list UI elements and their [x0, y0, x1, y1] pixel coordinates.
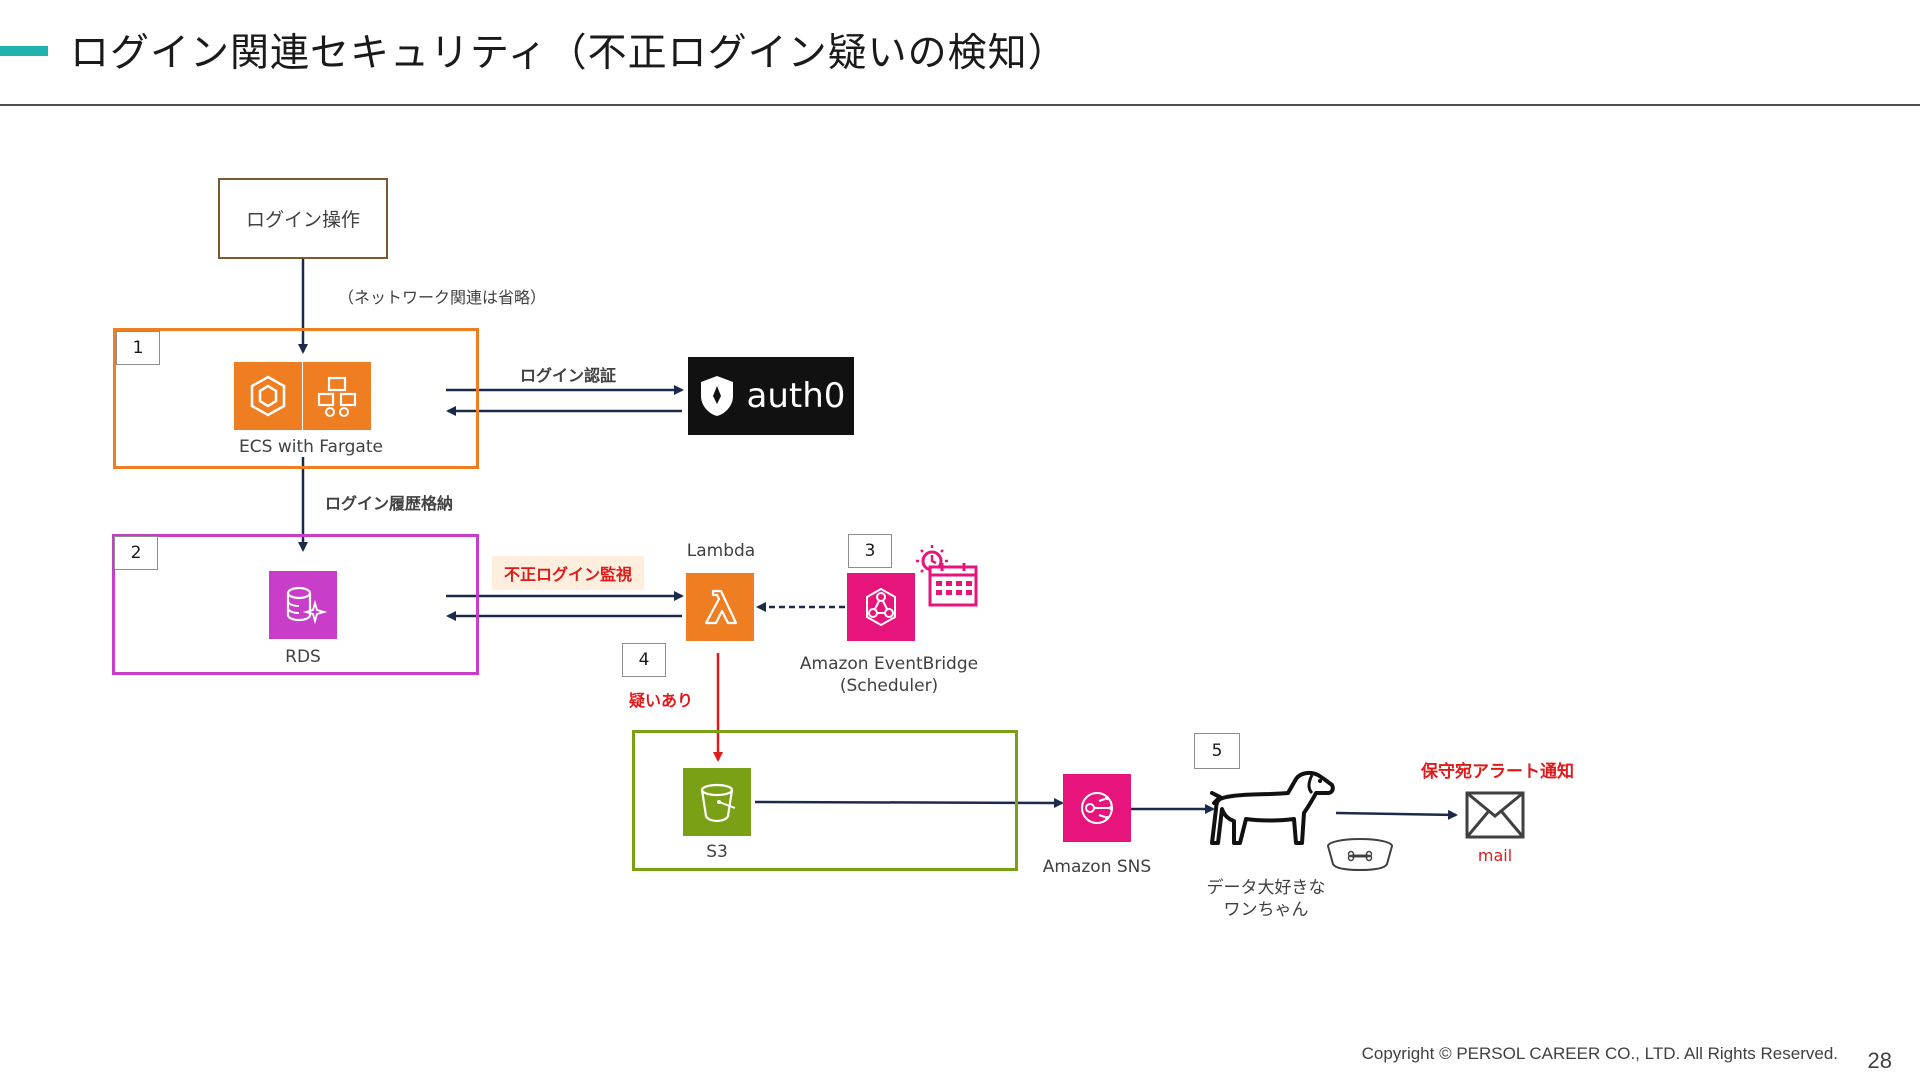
mail-label: mail [1477, 846, 1513, 865]
lambda-label: Lambda [686, 541, 756, 561]
monitor-label: 不正ログイン監視 [492, 556, 645, 590]
step-badge-5: 5 [1194, 733, 1240, 769]
auth0-shield-icon [700, 376, 733, 416]
rds-icon [269, 571, 337, 639]
arrow-s3-to-sns [754, 797, 1064, 808]
network-note: （ネットワーク関連は省略） [338, 288, 547, 307]
s3-group [632, 730, 1018, 871]
dog-bowl-icon [1325, 836, 1395, 876]
step-badge-2: 2 [114, 536, 158, 570]
sns-label: Amazon SNS [1042, 857, 1152, 877]
scheduler-calendar-icon [910, 541, 980, 615]
mail-icon [1464, 790, 1526, 844]
lambda-icon [686, 573, 754, 641]
login-operation-box: ログイン操作 [218, 178, 388, 259]
sns-icon [1063, 774, 1131, 842]
step-badge-1: 1 [116, 331, 160, 365]
dog-label-line2: ワンちゃん [1223, 900, 1309, 920]
dog-icon [1200, 765, 1340, 879]
alert-label: 保守宛アラート通知 [1421, 762, 1574, 782]
title-divider [0, 104, 1920, 106]
auth0-logo-text: auth0 [746, 376, 846, 416]
ecs-label: ECS with Fargate [239, 437, 383, 457]
ecs-icon [234, 362, 302, 430]
eventbridge-label-line2: (Scheduler) [839, 676, 939, 696]
s3-label: S3 [706, 842, 728, 862]
suspicious-label: 疑いあり [629, 691, 694, 710]
title-accent-bar [0, 46, 48, 56]
eventbridge-label-line1: Amazon EventBridge [799, 654, 979, 674]
store-history-label: ログイン履歴格納 [325, 494, 454, 513]
dog-label: データ大好きな ワンちゃん [1176, 877, 1356, 921]
page-title: ログイン関連セキュリティ（不正ログイン疑いの検知） [70, 31, 1068, 76]
rds-label: RDS [285, 647, 321, 667]
dog-label-line1: データ大好きな [1206, 878, 1326, 898]
auth-edge-label: ログイン認証 [520, 366, 617, 385]
s3-icon [683, 768, 751, 836]
page-number: 28 [1867, 1048, 1892, 1073]
eventbridge-icon [847, 573, 915, 641]
ecs-group [113, 328, 479, 469]
auth0-logo: auth0 [688, 357, 854, 435]
copyright: Copyright © PERSOL CAREER CO., LTD. All … [1361, 1044, 1838, 1063]
arrow-dog-to-mail [1335, 809, 1458, 820]
rds-group [112, 534, 479, 675]
step-badge-3: 3 [848, 534, 892, 568]
fargate-icon [303, 362, 371, 430]
eventbridge-label: Amazon EventBridge (Scheduler) [789, 653, 989, 697]
step-badge-4: 4 [622, 643, 666, 677]
